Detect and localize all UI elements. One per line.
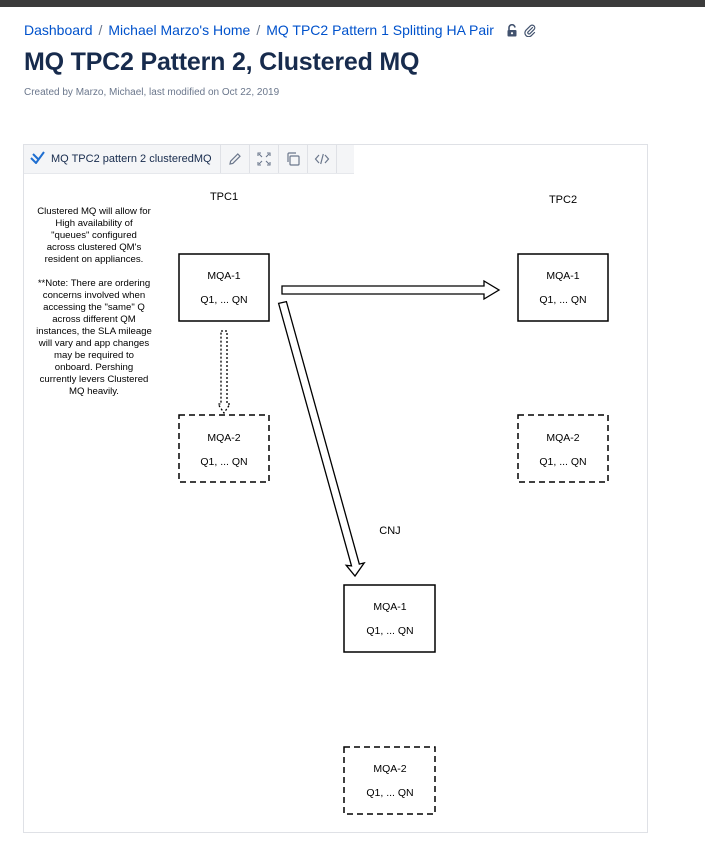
attachment-icon[interactable] xyxy=(524,24,536,37)
box-name: MQA-2 xyxy=(373,763,406,775)
edit-icon xyxy=(228,152,242,166)
box-name: MQA-1 xyxy=(546,270,579,282)
unlock-icon[interactable] xyxy=(506,23,518,37)
macro-title[interactable]: MQ TPC2 pattern 2 clusteredMQ xyxy=(24,145,221,173)
copy-icon xyxy=(285,151,301,167)
embed-code-button[interactable] xyxy=(308,145,337,173)
breadcrumb-parent-page[interactable]: MQ TPC2 Pattern 1 Splitting HA Pair xyxy=(266,22,494,38)
box-queues: Q1, ... QN xyxy=(539,294,586,306)
note-paragraph-2: **Note: There are ordering concerns invo… xyxy=(36,278,152,397)
fullscreen-button[interactable] xyxy=(250,145,279,173)
cnj-mqa2-box[interactable]: MQA-2 Q1, ... QN xyxy=(343,746,436,815)
fullscreen-icon xyxy=(256,151,272,167)
note-paragraph-1: Clustered MQ will allow for High availab… xyxy=(37,206,151,265)
tpc2-mqa1-box[interactable]: MQA-1 Q1, ... QN xyxy=(517,253,609,322)
macro-toolbar: MQ TPC2 pattern 2 clusteredMQ xyxy=(24,145,354,174)
arrow-tpc1-to-tpc2 xyxy=(281,279,501,301)
diagram-note: Clustered MQ will allow for High availab… xyxy=(36,206,152,398)
label-tpc2: TPC2 xyxy=(549,194,577,206)
box-queues: Q1, ... QN xyxy=(366,625,413,637)
breadcrumb-separator: / xyxy=(256,22,261,38)
box-name: MQA-2 xyxy=(207,432,240,444)
diagram-canvas: TPC1 TPC2 CNJ MQA-1 Q1, ... QN MQA-2 Q1,… xyxy=(24,173,648,833)
box-name: MQA-1 xyxy=(207,270,240,282)
label-cnj: CNJ xyxy=(379,525,400,537)
copy-button[interactable] xyxy=(279,145,308,173)
arrow-tpc1-failover xyxy=(216,330,232,415)
breadcrumb-home[interactable]: Michael Marzo's Home xyxy=(108,22,251,38)
breadcrumb-separator: / xyxy=(98,22,103,38)
breadcrumb-dashboard[interactable]: Dashboard xyxy=(24,22,93,38)
macro-name: MQ TPC2 pattern 2 clusteredMQ xyxy=(51,153,212,165)
top-bar xyxy=(0,0,705,7)
tpc1-mqa1-box[interactable]: MQA-1 Q1, ... QN xyxy=(178,253,270,322)
drawio-logo-icon xyxy=(30,151,51,167)
breadcrumb: Dashboard / Michael Marzo's Home / MQ TP… xyxy=(24,22,536,38)
box-queues: Q1, ... QN xyxy=(200,294,247,306)
box-name: MQA-1 xyxy=(373,601,406,613)
edit-button[interactable] xyxy=(221,145,250,173)
embed-code-icon xyxy=(314,152,330,166)
box-name: MQA-2 xyxy=(546,432,579,444)
box-queues: Q1, ... QN xyxy=(366,787,413,799)
arrow-tpc1-to-cnj xyxy=(277,300,366,578)
label-tpc1: TPC1 xyxy=(210,191,238,203)
page-byline: Created by Marzo, Michael, last modified… xyxy=(24,87,280,98)
tpc1-mqa2-box[interactable]: MQA-2 Q1, ... QN xyxy=(178,414,270,483)
tpc2-mqa2-box[interactable]: MQA-2 Q1, ... QN xyxy=(517,414,609,483)
page-title: MQ TPC2 Pattern 2, Clustered MQ xyxy=(24,48,420,76)
cnj-mqa1-box[interactable]: MQA-1 Q1, ... QN xyxy=(343,584,436,653)
box-queues: Q1, ... QN xyxy=(200,456,247,468)
box-queues: Q1, ... QN xyxy=(539,456,586,468)
